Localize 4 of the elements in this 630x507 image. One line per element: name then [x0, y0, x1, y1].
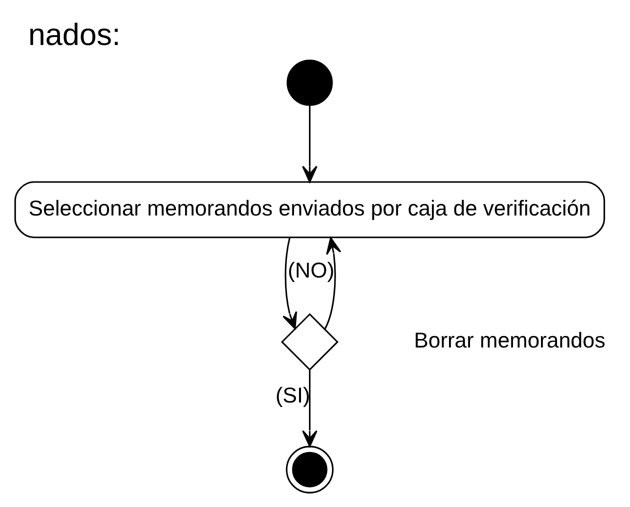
edge-label: (NO) [287, 258, 334, 283]
edge-label: (SI) [274, 383, 310, 408]
node-label: Borrar memorandos [414, 328, 605, 353]
diagram-title: nados: [28, 17, 120, 52]
